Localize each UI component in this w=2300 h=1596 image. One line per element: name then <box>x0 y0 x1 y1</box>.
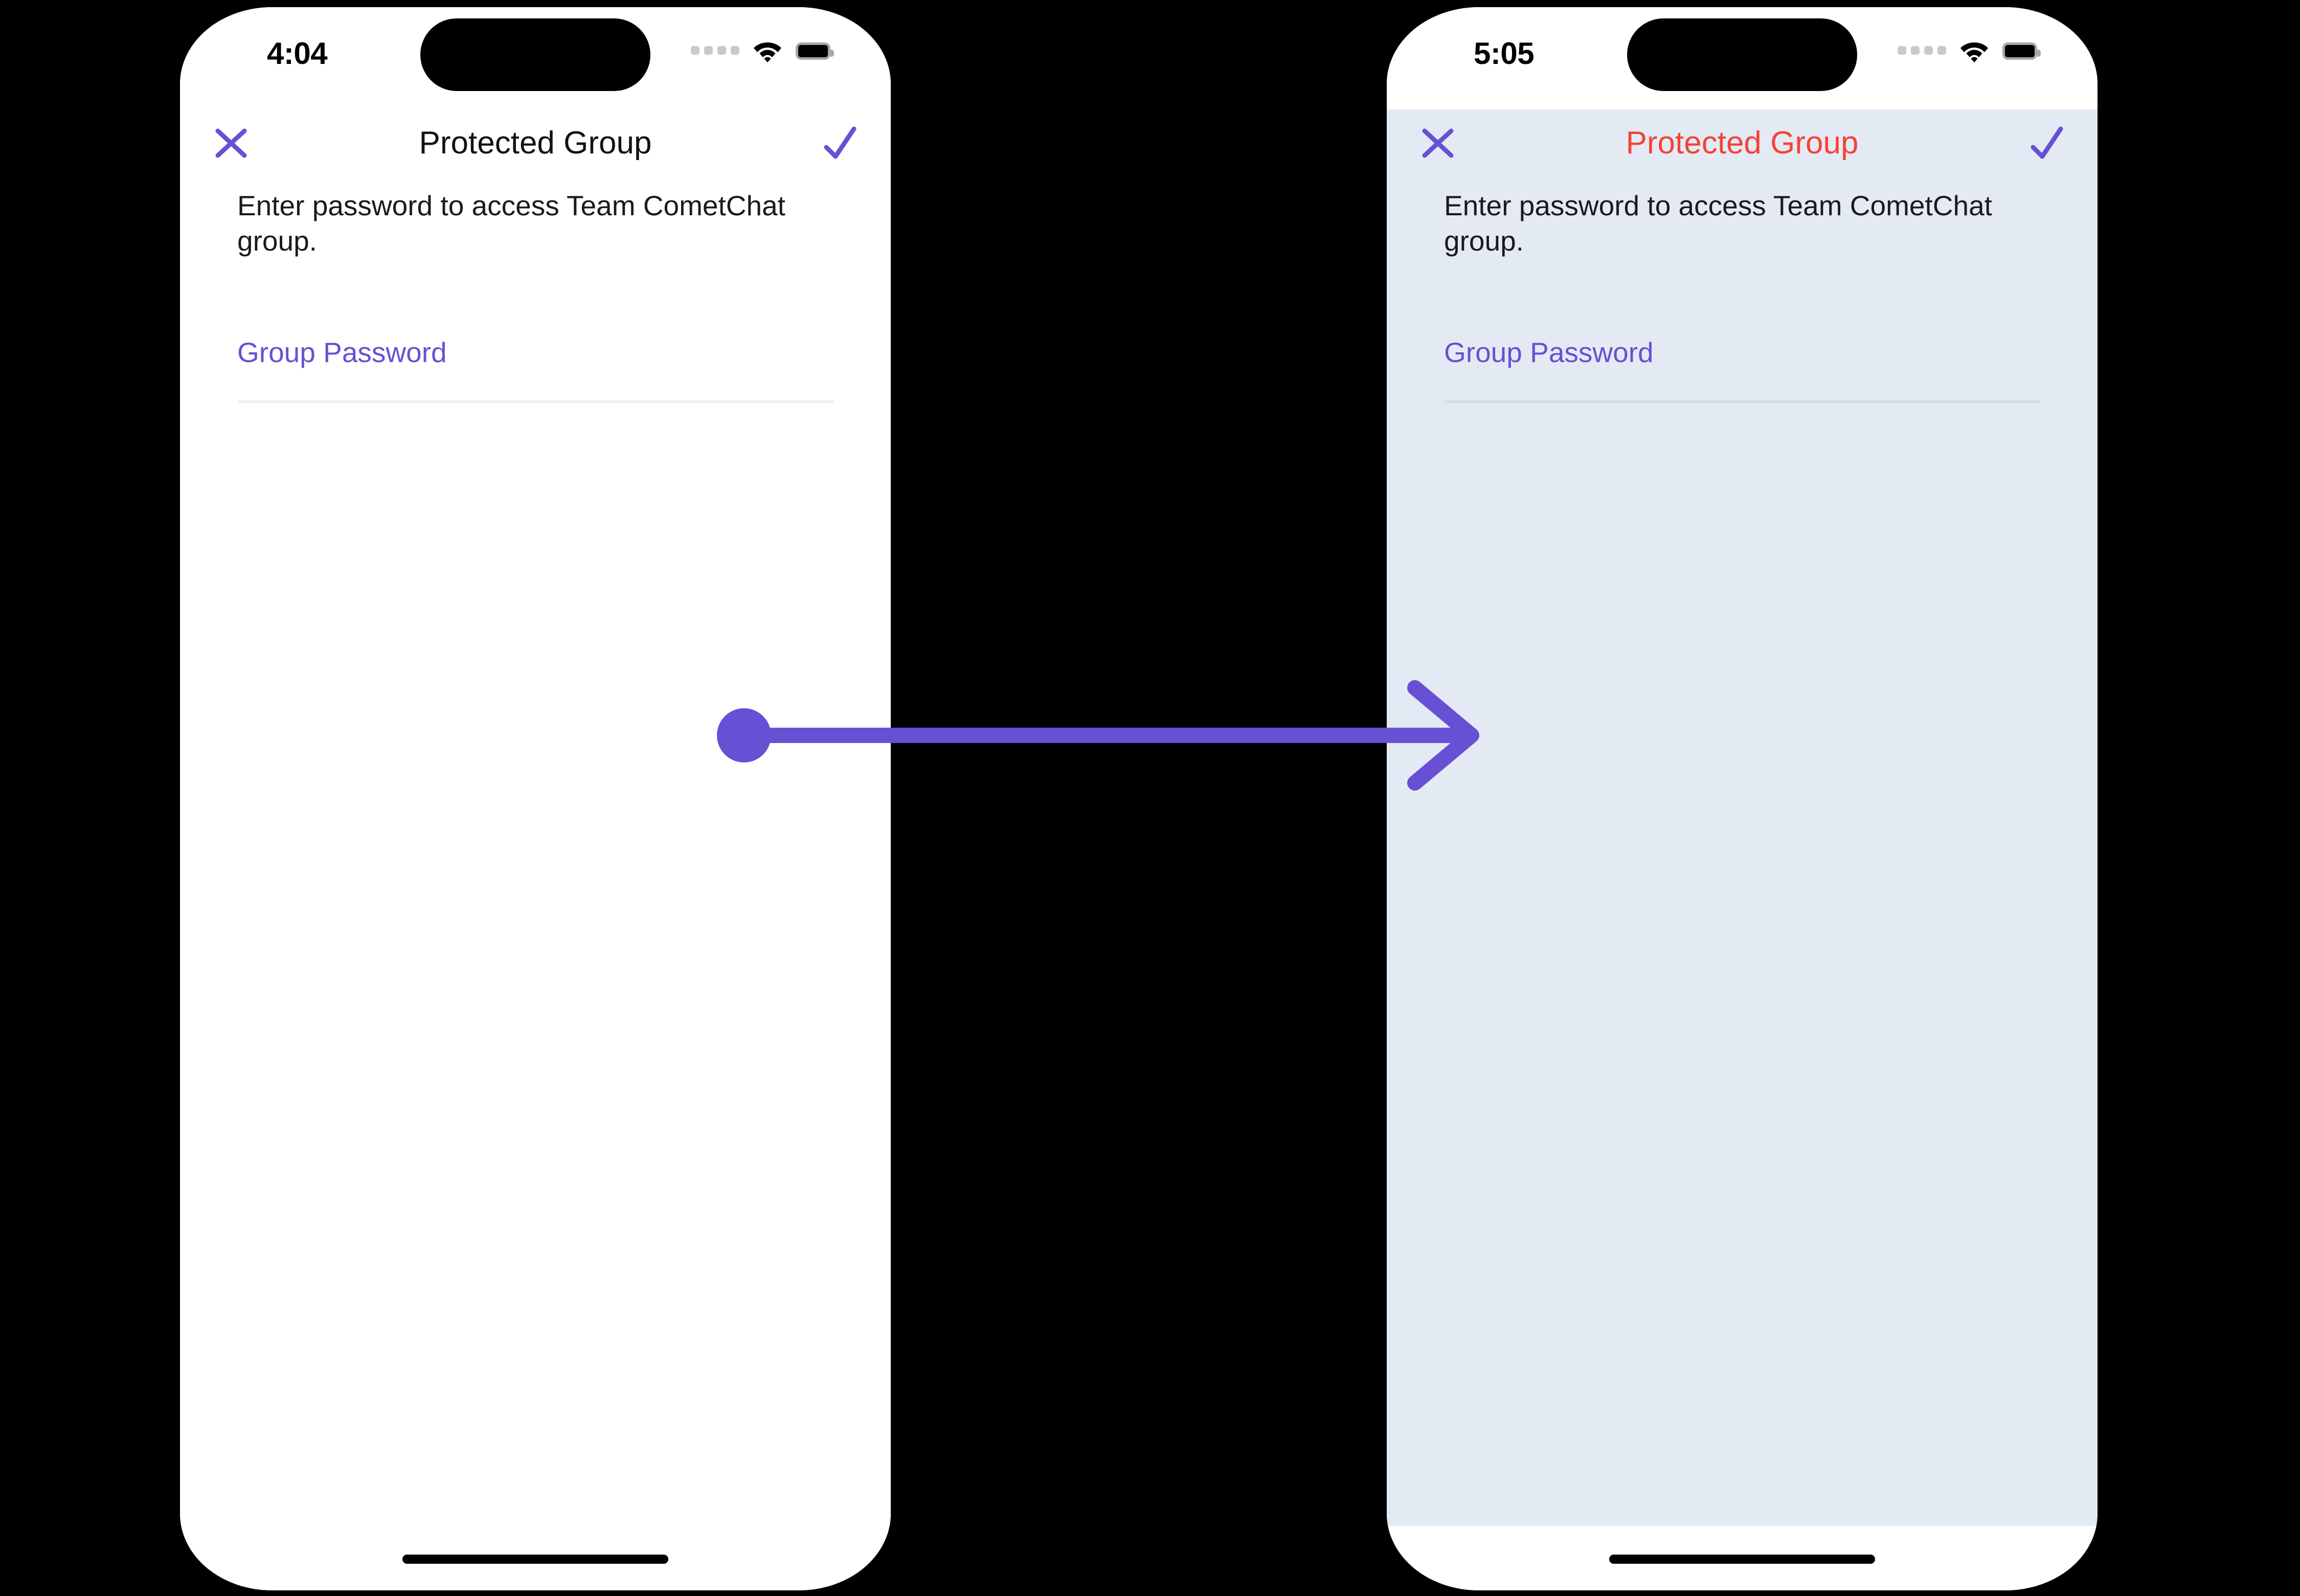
screen-after: 5:05 Pr <box>1387 7 2098 1590</box>
description-text: Enter password to access Team CometChat … <box>237 190 785 257</box>
home-indicator-bar <box>402 1555 668 1564</box>
app-body-after: Protected Group Enter password to access… <box>1387 109 2098 1526</box>
status-bar-indicators <box>1898 37 2041 65</box>
page-title: Protected Group <box>419 125 652 161</box>
content-before: Enter password to access Team CometChat … <box>180 177 891 1526</box>
close-x-icon[interactable] <box>211 123 252 164</box>
checkmark-icon[interactable] <box>2025 121 2068 164</box>
dynamic-island <box>420 18 650 91</box>
status-bar-time: 5:05 <box>1474 36 1535 71</box>
phone-mockup-before: 4:04 Pr <box>180 7 891 1590</box>
phone-mockup-after: 5:05 Pr <box>1387 7 2098 1590</box>
navbar-after: Protected Group <box>1387 109 2098 177</box>
navbar-before: Protected Group <box>180 109 891 177</box>
checkmark-icon[interactable] <box>818 121 861 164</box>
dynamic-island <box>1627 18 1857 91</box>
battery-full-icon <box>796 42 834 60</box>
group-password-input[interactable] <box>237 400 833 403</box>
home-indicator-area-after <box>1387 1526 2098 1590</box>
signal-dots-icon <box>691 46 739 57</box>
home-indicator-bar <box>1609 1555 1875 1564</box>
description-text: Enter password to access Team CometChat … <box>1444 190 1992 257</box>
close-x-icon[interactable] <box>1417 123 1458 164</box>
status-bar-indicators <box>691 37 834 65</box>
group-password-label: Group Password <box>1444 336 1654 368</box>
page-title: Protected Group <box>1626 125 1859 161</box>
app-body-before: Protected Group Enter password to access… <box>180 109 891 1526</box>
status-bar-after: 5:05 <box>1387 7 2098 109</box>
wifi-icon <box>1960 42 1988 62</box>
status-bar-before: 4:04 <box>180 7 891 109</box>
group-password-input[interactable] <box>1444 400 2040 403</box>
home-indicator-area-before <box>180 1526 891 1590</box>
wifi-icon <box>754 42 781 62</box>
screen-before: 4:04 Pr <box>180 7 891 1590</box>
status-bar-time: 4:04 <box>267 36 328 71</box>
group-password-label: Group Password <box>237 336 447 368</box>
content-after: Enter password to access Team CometChat … <box>1387 177 2098 1526</box>
battery-full-icon <box>2002 42 2041 60</box>
signal-dots-icon <box>1898 46 1946 57</box>
